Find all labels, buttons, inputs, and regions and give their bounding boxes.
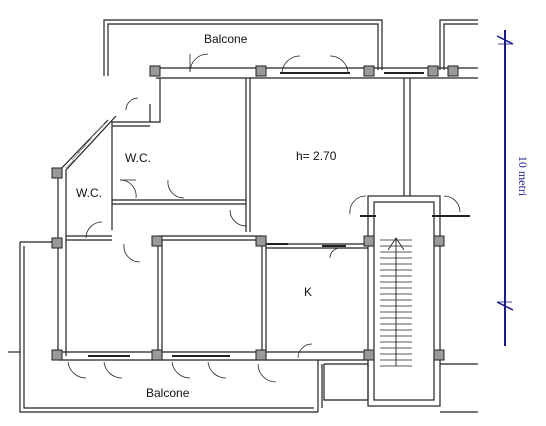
wc-upper-label: W.C. (125, 151, 151, 165)
window-marks (88, 72, 470, 357)
scale-label: 10 metri (516, 156, 530, 197)
walls (8, 19, 478, 413)
balcony-top-label: Balcone (204, 32, 248, 46)
balcony-right-outline (439, 19, 478, 70)
balcony-top-outline (103, 19, 383, 76)
ceiling-height-label: h= 2.70 (296, 149, 337, 163)
scale-bar: 10 metri (496, 30, 530, 346)
columns (51, 65, 459, 361)
kitchen-label: K (304, 285, 312, 299)
balcony-bottom-outline (19, 242, 318, 413)
balcony-bottom-label: Balcone (146, 386, 190, 400)
angled-wall-hatch (65, 123, 105, 169)
wc-lower-label: W.C. (76, 186, 102, 200)
doors (67, 53, 461, 383)
